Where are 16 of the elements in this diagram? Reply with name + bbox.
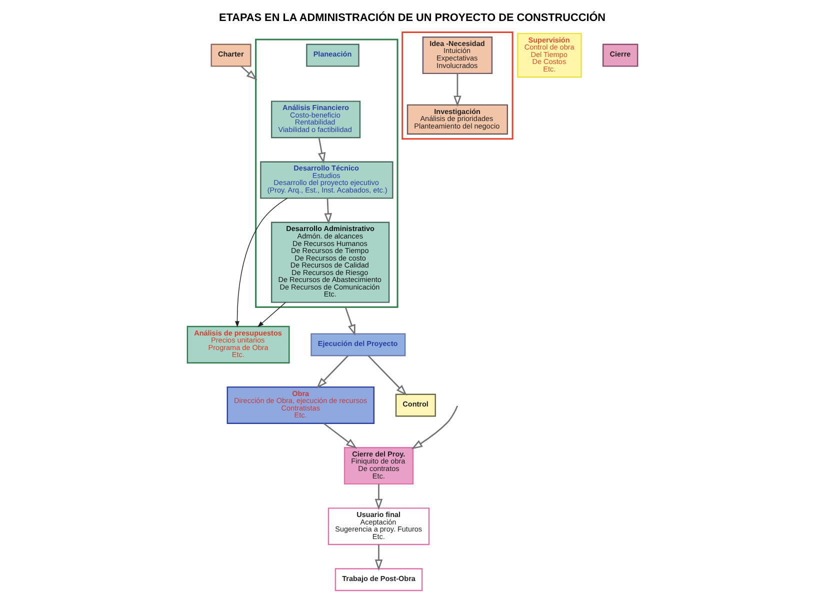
arrow <box>317 138 326 164</box>
cluster <box>254 38 398 308</box>
arrow <box>324 198 332 224</box>
arrow <box>234 198 288 328</box>
arrow <box>322 422 357 449</box>
arrow <box>374 544 382 571</box>
arrow <box>410 406 458 450</box>
arrow <box>374 484 382 510</box>
arrow <box>344 306 355 336</box>
arrow <box>240 66 257 80</box>
cluster <box>401 32 513 140</box>
arrow <box>367 355 406 396</box>
arrow <box>256 302 286 328</box>
arrow <box>453 74 461 107</box>
diagram-title: ETAPAS EN LA ADMINISTRACIÓN DE UN PROYECTO DE CONSTRUCCIÓN <box>218 12 606 24</box>
arrow <box>316 355 348 388</box>
